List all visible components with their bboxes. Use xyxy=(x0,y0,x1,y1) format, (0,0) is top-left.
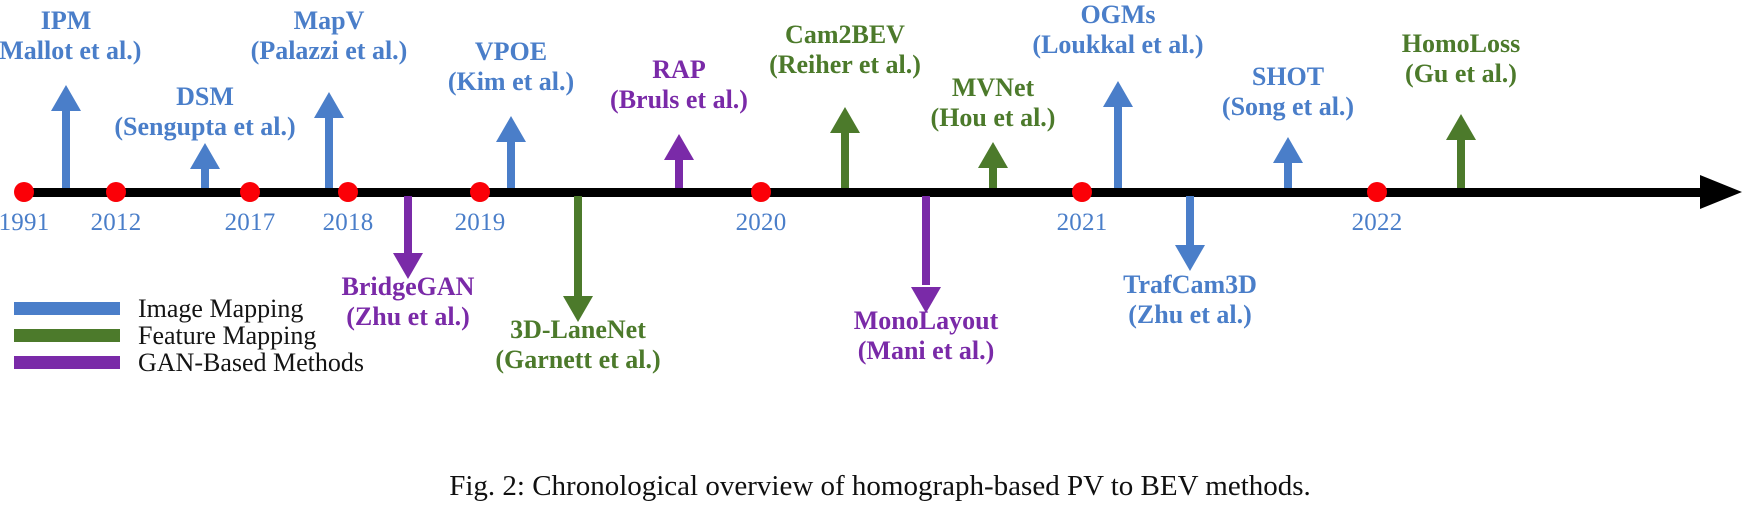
year-dot-2018 xyxy=(338,182,358,202)
arrow-shaft-dsm xyxy=(201,167,209,188)
arrow-head-icon-cam2bev xyxy=(830,107,860,133)
arrow-shaft-ogms xyxy=(1114,105,1122,188)
year-dot-1991 xyxy=(14,182,34,202)
year-label-2020: 2020 xyxy=(735,209,787,236)
arrow-shaft-3d-lanenet xyxy=(574,196,582,299)
method-authors-vpoe: (Kim et al.) xyxy=(447,66,575,96)
method-authors-homoloss: (Gu et al.) xyxy=(1405,58,1517,88)
legend-label-1: Feature Mapping xyxy=(138,320,317,350)
method-authors-3d-lanenet: (Garnett et al.) xyxy=(495,344,661,374)
method-label-monolayout: MonoLayout(Mani et al.) xyxy=(854,306,998,365)
legend-swatch-icon-1 xyxy=(14,329,120,342)
arrow-head-icon-ogms xyxy=(1103,81,1133,107)
timeline-axis-line xyxy=(22,188,1710,197)
arrow-shaft-bridgegan xyxy=(404,196,412,256)
method-label-rap: RAP(Bruls et al.) xyxy=(610,55,748,114)
method-authors-rap: (Bruls et al.) xyxy=(610,84,748,114)
arrow-shaft-monolayout xyxy=(922,196,930,285)
method-authors-mapv: (Palazzi et al.) xyxy=(250,35,408,65)
year-label-2022: 2022 xyxy=(1351,209,1403,236)
method-name-ipm: IPM xyxy=(40,6,92,35)
method-label-cam2bev: Cam2BEV(Reiher et al.) xyxy=(769,20,921,79)
method-label-mvnet: MVNet(Hou et al.) xyxy=(931,73,1056,132)
arrow-head-icon-dsm xyxy=(190,143,220,169)
method-authors-ogms: (Loukkal et al.) xyxy=(1032,29,1204,59)
legend-item-gan-based-methods: GAN-Based Methods xyxy=(14,347,365,377)
legend-label-2: GAN-Based Methods xyxy=(138,347,365,377)
method-label-trafcam3d: TrafCam3D(Zhu et al.) xyxy=(1123,270,1257,329)
method-authors-shot: (Song et al.) xyxy=(1221,91,1355,121)
method-name-vpoe: VPOE xyxy=(474,37,548,66)
method-label-3d-lanenet: 3D-LaneNet(Garnett et al.) xyxy=(495,315,660,374)
method-name-mapv: MapV xyxy=(293,6,365,35)
timeline-axis-arrowhead-icon xyxy=(1700,175,1742,209)
method-label-vpoe: VPOE(Kim et al.) xyxy=(448,37,574,96)
arrow-head-icon-ipm xyxy=(51,85,81,111)
arrow-head-icon-homoloss xyxy=(1446,114,1476,140)
method-authors-mvnet: (Hou et al.) xyxy=(930,102,1056,132)
legend-swatch-icon-2 xyxy=(14,356,120,369)
arrow-shaft-rap xyxy=(675,158,683,188)
method-authors-cam2bev: (Reiher et al.) xyxy=(769,49,921,79)
arrow-shaft-cam2bev xyxy=(841,131,849,188)
method-label-bridgegan: BridgeGAN(Zhu et al.) xyxy=(342,272,475,331)
arrow-head-icon-vpoe xyxy=(496,116,526,142)
method-name-cam2bev: Cam2BEV xyxy=(785,20,905,49)
method-name-bridgegan: BridgeGAN xyxy=(341,272,475,301)
year-dot-2022 xyxy=(1367,182,1387,202)
arrow-head-icon-mapv xyxy=(314,92,344,118)
year-label-2012: 2012 xyxy=(90,209,142,236)
method-name-homoloss: HomoLoss xyxy=(1401,29,1521,58)
method-label-homoloss: HomoLoss(Gu et al.) xyxy=(1402,29,1520,88)
arrow-shaft-vpoe xyxy=(507,140,515,188)
arrow-shaft-trafcam3d xyxy=(1186,196,1194,252)
method-name-dsm: DSM xyxy=(176,82,234,111)
method-name-shot: SHOT xyxy=(1251,62,1325,91)
method-authors-monolayout: (Mani et al.) xyxy=(857,335,995,365)
method-label-ipm: IPM(Mallot et al.) xyxy=(0,6,141,65)
arrow-head-icon-3d-lanenet xyxy=(563,296,593,322)
year-dot-2019 xyxy=(470,182,490,202)
year-label-2021: 2021 xyxy=(1056,209,1108,236)
legend-swatch-icon-0 xyxy=(14,302,120,315)
arrow-shaft-mvnet xyxy=(989,166,997,188)
arrow-shaft-mapv xyxy=(325,116,333,188)
arrow-head-icon-rap xyxy=(664,134,694,160)
method-label-mapv: MapV(Palazzi et al.) xyxy=(251,6,408,65)
method-label-ogms: OGMs(Loukkal et al.) xyxy=(1032,0,1203,59)
arrow-head-icon-shot xyxy=(1273,137,1303,163)
arrow-shaft-homoloss xyxy=(1457,138,1465,188)
arrow-shaft-shot xyxy=(1284,161,1292,188)
method-label-dsm: DSM(Sengupta et al.) xyxy=(114,82,295,141)
method-authors-trafcam3d: (Zhu et al.) xyxy=(1128,299,1252,329)
legend-item-image-mapping: Image Mapping xyxy=(14,293,364,323)
arrow-head-icon-mvnet xyxy=(978,142,1008,168)
arrow-shaft-ipm xyxy=(62,110,70,188)
method-name-ogms: OGMs xyxy=(1080,0,1156,29)
year-label-2018: 2018 xyxy=(322,209,374,236)
year-dot-2017 xyxy=(240,182,260,202)
method-authors-bridgegan: (Zhu et al.) xyxy=(346,301,470,331)
method-name-monolayout: MonoLayout xyxy=(853,306,999,335)
method-name-trafcam3d: TrafCam3D xyxy=(1123,270,1257,299)
arrow-head-icon-trafcam3d xyxy=(1175,245,1205,271)
year-dot-2012 xyxy=(106,182,126,202)
year-dot-2021 xyxy=(1072,182,1092,202)
figure-caption: Fig. 2: Chronological overview of homogr… xyxy=(449,470,1311,502)
method-name-mvnet: MVNet xyxy=(951,73,1035,102)
year-label-1991: 1991 xyxy=(0,209,50,236)
method-name-rap: RAP xyxy=(652,55,706,84)
year-dot-2020 xyxy=(751,182,771,202)
arrow-head-icon-monolayout xyxy=(911,287,941,313)
method-authors-ipm: (Mallot et al.) xyxy=(0,35,142,65)
year-label-2019: 2019 xyxy=(454,209,506,236)
legend-item-feature-mapping: Feature Mapping xyxy=(14,320,364,350)
year-label-2017: 2017 xyxy=(224,209,276,236)
method-label-shot: SHOT(Song et al.) xyxy=(1222,62,1354,121)
method-name-3d-lanenet: 3D-LaneNet xyxy=(510,315,646,344)
arrow-head-icon-bridgegan xyxy=(393,253,423,279)
legend-label-0: Image Mapping xyxy=(138,293,304,323)
method-authors-dsm: (Sengupta et al.) xyxy=(114,111,296,141)
